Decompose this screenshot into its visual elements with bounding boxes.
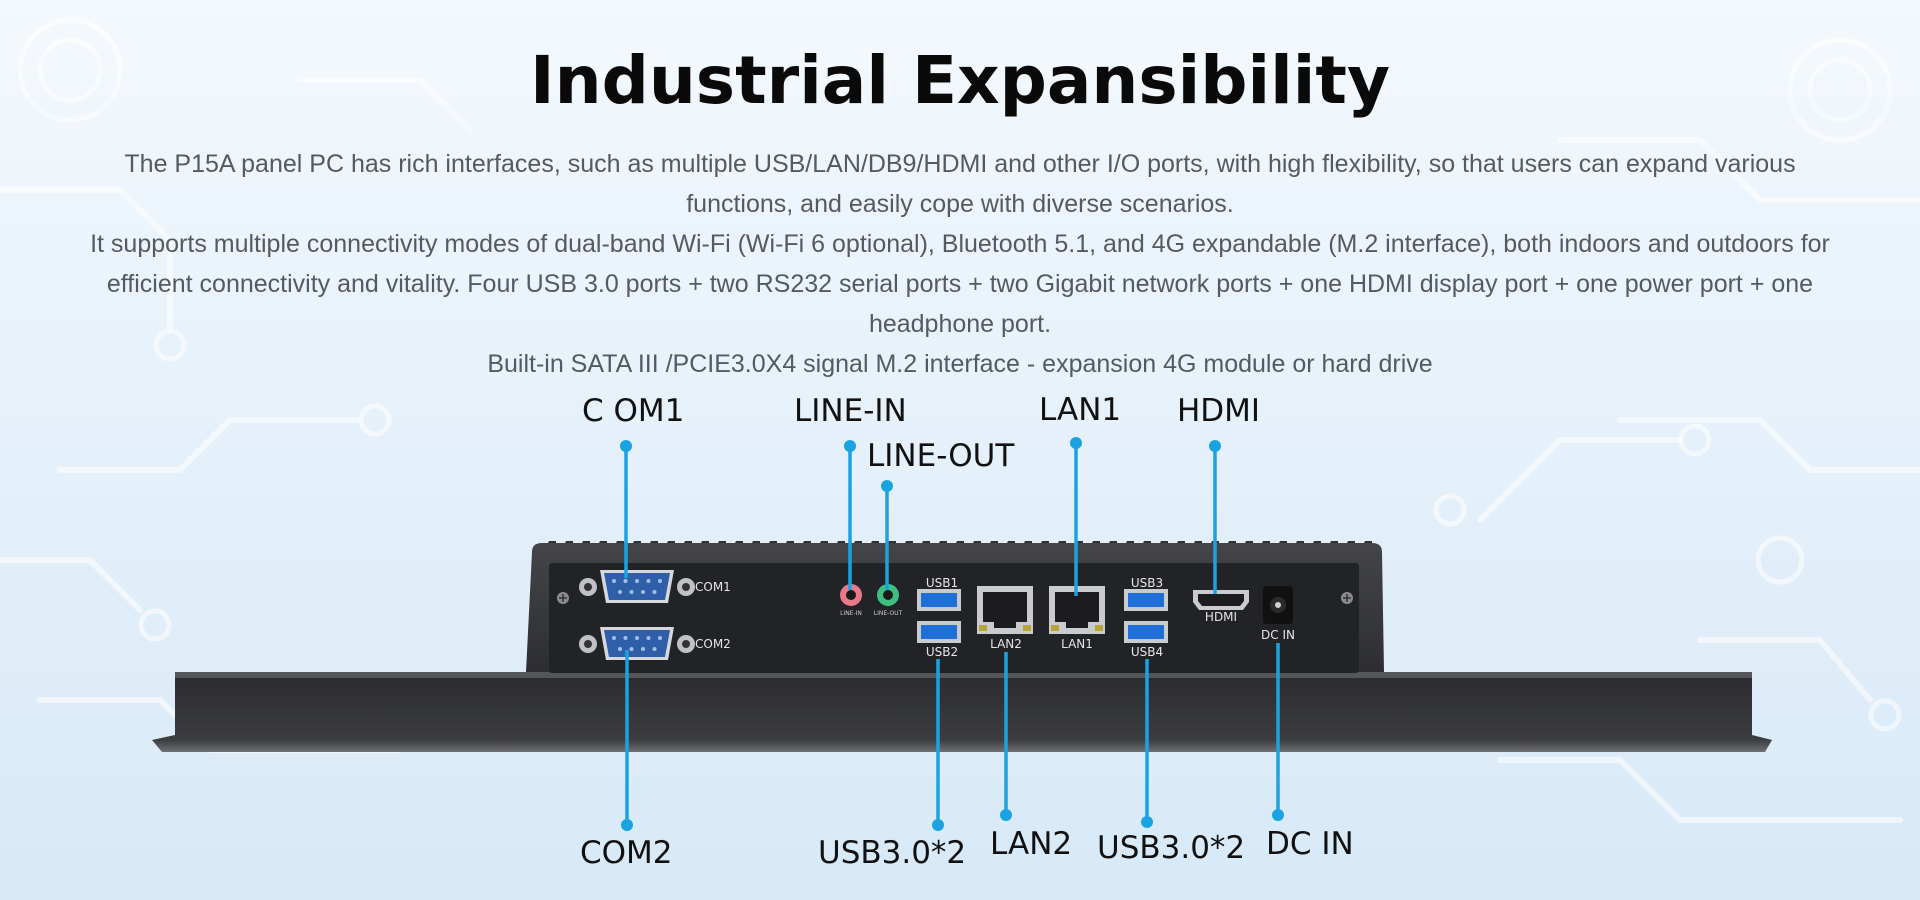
lan2-port: [977, 586, 1033, 634]
usb-right-leader-dot: [1141, 816, 1153, 828]
line-in-port-label: LINE-IN: [840, 610, 862, 617]
panel-bezel: [152, 672, 1772, 752]
dc-in-port-label: DC IN: [1261, 628, 1295, 642]
db9-pin: [623, 636, 628, 640]
callout-dc-in: DC IN: [1266, 826, 1354, 862]
usb-left-leader-dot: [932, 819, 944, 831]
callout-line-out: LINE-OUT: [867, 438, 1015, 474]
callout-usb-left: USB3.0*2: [818, 835, 967, 871]
description: The P15A panel PC has rich interfaces, s…: [90, 144, 1830, 384]
db9-pin: [641, 647, 645, 651]
callout-com1: C OM1: [582, 393, 685, 429]
hdmi-port-label: HDMI: [1205, 610, 1237, 624]
description-paragraph-2: It supports multiple connectivity modes …: [90, 230, 1830, 338]
description-paragraph-3: Built-in SATA III /PCIE3.0X4 signal M.2 …: [487, 350, 1433, 378]
db9-pin: [641, 590, 645, 594]
db9-pin: [652, 590, 657, 594]
com1-port-label: COM1: [695, 580, 731, 594]
usb3-port-label: USB3: [1131, 576, 1163, 590]
db9-pin: [612, 579, 616, 583]
hdmi-leader-dot: [1209, 440, 1221, 452]
db9-pin: [635, 636, 639, 640]
dc-in-port: [1263, 586, 1293, 624]
line-out-jack: [877, 584, 899, 606]
db9-pin: [618, 590, 622, 594]
com1-leader-dot: [620, 440, 632, 452]
callout-usb-right: USB3.0*2: [1097, 830, 1246, 866]
db9-pin: [652, 647, 657, 651]
db9-pin: [646, 579, 651, 583]
line-in-leader-dot: [844, 440, 856, 452]
callout-lan2: LAN2: [990, 826, 1073, 862]
db9-pin: [629, 647, 634, 651]
db9-pin: [612, 636, 616, 640]
db9-pin: [646, 636, 651, 640]
callout-lan1: LAN1: [1039, 392, 1122, 428]
db9-pin: [623, 579, 628, 583]
db9-pin: [629, 590, 634, 594]
callout-com2: COM2: [580, 835, 673, 871]
db9-pin: [658, 579, 662, 583]
usb4-port: [1124, 621, 1168, 643]
hdmi-port: [1193, 590, 1249, 610]
usb1-port: [917, 589, 961, 611]
lan2-leader-dot: [1000, 809, 1012, 821]
dc-in-leader-dot: [1272, 809, 1284, 821]
usb2-port: [917, 621, 961, 643]
usb3-port: [1124, 589, 1168, 611]
description-paragraph-1: The P15A panel PC has rich interfaces, s…: [124, 150, 1796, 218]
callout-hdmi: HDMI: [1177, 393, 1261, 429]
usb2-port-label: USB2: [926, 645, 958, 659]
db9-pin: [658, 636, 662, 640]
lan1-leader-dot: [1070, 437, 1082, 449]
page-title: Industrial Expansibility: [530, 42, 1390, 119]
com2-leader-dot: [621, 819, 633, 831]
line-in-jack: [840, 584, 862, 606]
lan1-port-label: LAN1: [1061, 637, 1093, 651]
db9-pin: [635, 579, 639, 583]
line-out-port-label: LINE-OUT: [874, 610, 903, 617]
callout-line-in: LINE-IN: [794, 393, 907, 429]
lan2-port-label: LAN2: [990, 637, 1022, 651]
line-out-leader-dot: [881, 480, 893, 492]
usb4-port-label: USB4: [1131, 645, 1163, 659]
db9-pin: [618, 647, 622, 651]
callout-lines: [620, 437, 1284, 831]
usb1-port-label: USB1: [926, 576, 958, 590]
com2-port-label: COM2: [695, 637, 731, 651]
